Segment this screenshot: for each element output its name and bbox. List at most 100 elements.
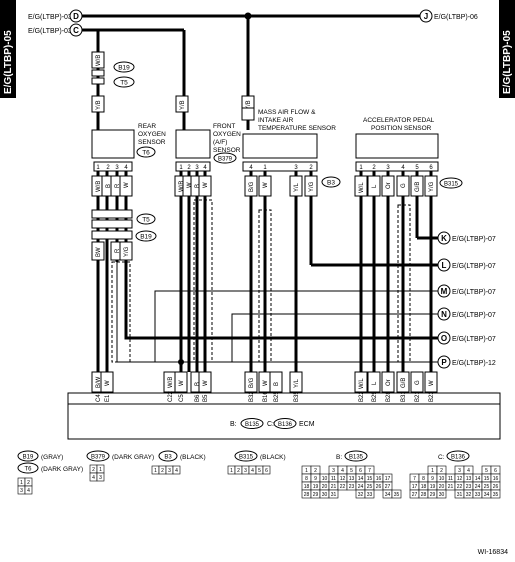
wire-tag-front-2: W [187, 182, 193, 188]
pin-cell-label: 6 [265, 468, 268, 474]
pin-cell-label: 32 [358, 492, 364, 498]
ecm-pin-6: B5 [203, 394, 209, 402]
wire-tag-app-4: G [401, 183, 407, 188]
rear-oxygen-sensor: REAR OXYGEN SENSOR T6 1 2 3 4 [91, 123, 166, 172]
legend-b135-tag: B135 [349, 455, 364, 461]
app-pin-4: 4 [401, 165, 405, 171]
ecm-pin-13: B28 [386, 391, 392, 402]
pin-cell-label: 1 [305, 468, 308, 474]
pin-cell-label: 26 [493, 484, 499, 490]
pin-cell-label: 5 [485, 468, 488, 474]
maf-pin-a: 4 [249, 165, 253, 171]
ref-c-id: C [73, 26, 79, 35]
reference-id: WI-16834 [478, 549, 508, 556]
pin-cell-label: 21 [331, 484, 337, 490]
pin-cell-label: 25 [484, 484, 490, 490]
wire-tag-yb-top: Y/B [96, 100, 102, 110]
pin-cell [436, 489, 447, 499]
side-tag-left-text: E/G(LTBP)-05 [3, 30, 14, 94]
wire-tag-maf-1: B/G [249, 181, 255, 192]
pin-cell-label: 7 [413, 476, 416, 482]
pin-cell-label: 1 [20, 480, 23, 486]
pin-cell-label: 2 [440, 468, 443, 474]
ecm-pin-16: B23 [429, 391, 435, 402]
pin-cell-label: 3 [168, 468, 171, 474]
side-tag-left: E/G(LTBP)-05 [0, 0, 16, 98]
ecm-pin-2: E1 [105, 394, 111, 402]
ecm-pin-5: B6 [195, 394, 201, 402]
pin-cell [490, 489, 501, 499]
ref-l: L E/G(LTBP)-07 [437, 258, 496, 272]
front-o2-label-3: (A/F) [213, 139, 227, 146]
app-label-1: ACCELERATOR PEDAL [363, 117, 435, 124]
pin-cell-label: 32 [466, 492, 472, 498]
app-pins: 1 2 3 4 5 6 [355, 161, 439, 172]
rear-o2-tag: T6 [142, 150, 150, 157]
tag-t5-lower: T5 [142, 217, 150, 224]
legend-b3-desc: (BLACK) [180, 454, 206, 461]
wire-runs [96, 171, 433, 380]
ecm-pin-9: B25 [274, 391, 280, 402]
pin-cell [391, 489, 402, 499]
pin-cell-label: 15 [484, 476, 490, 482]
ecm-label-bconn: B135 [245, 422, 260, 428]
pin-cell-label: 2 [92, 467, 95, 473]
ref-n: N E/G(LTBP)-07 [437, 307, 496, 321]
pin-cell-label: 13 [466, 476, 472, 482]
pin-cell-label: 9 [314, 476, 317, 482]
front-o2-pin-3: 3 [195, 165, 199, 171]
ref-o-id: O [441, 334, 447, 343]
maf-label-1: MASS AIR FLOW & [258, 109, 316, 116]
front-o2-label-1: FRONT [213, 123, 235, 130]
wire-tag-maf-4: Y/G [309, 181, 315, 192]
pin-cell-label: 20 [439, 484, 445, 490]
rear-o2-label-1: REAR [138, 123, 156, 130]
ref-l-id: L [442, 261, 447, 270]
wire-tag-app-3: Or [386, 182, 392, 189]
pin-cell-label: 1 [99, 467, 102, 473]
pin-cell-label: 28 [421, 492, 427, 498]
pin-cell-label: 1 [154, 468, 157, 474]
rear-o2-pin-4: 4 [124, 165, 128, 171]
app-tag: B315 [444, 182, 459, 188]
pin-cell-label: 4 [251, 468, 254, 474]
app-pin-5: 5 [415, 165, 419, 171]
ecm-wire-14: G/B [401, 378, 407, 388]
front-o2-pins: 1 2 3 4 [175, 161, 211, 172]
pin-cell-label: 22 [457, 484, 463, 490]
ref-m: M E/G(LTBP)-07 [437, 284, 496, 298]
pin-cell-label: 10 [439, 476, 445, 482]
ref-d: E/G(LTBP)-03 D [28, 9, 83, 23]
pin-cell-label: 29 [430, 492, 436, 498]
pin-cell-label: 18 [304, 484, 310, 490]
ecm-pin-7: B32 [249, 391, 255, 402]
maf-label-3: TEMPERATURE SENSOR [258, 125, 336, 132]
pin-cell [24, 485, 33, 495]
wire-tag-rear-4: W [124, 182, 130, 188]
pin-cell-label: 31 [457, 492, 463, 498]
ecm-wire-8: W [263, 380, 269, 386]
ref-c-label: E/G(LTBP)-03 [28, 28, 72, 35]
pin-cell-label: 4 [341, 468, 344, 474]
ecm-pin-12: B29 [372, 391, 378, 402]
wire-tag-rear-3: R [115, 183, 121, 188]
front-o2-label-2: OXYGEN [213, 131, 241, 138]
ecm-label: B: B135 C: B136 ECM [230, 418, 315, 429]
wire-tag-front-3: B [195, 184, 201, 188]
legend-b19-tag: B19 [23, 455, 34, 461]
ecm-pin-3: C22 [168, 390, 174, 402]
wire-tag-front-4: W [203, 182, 209, 188]
rear-upper-tags: W/B Y/B Y/B Y/B [91, 51, 255, 113]
ref-k-label: E/G(LTBP)-07 [452, 236, 496, 243]
pin-cell-label: 13 [349, 476, 355, 482]
pin-cell-label: 17 [412, 484, 418, 490]
legend-b19-desc: (GRAY) [41, 454, 63, 461]
ecm-wire-12: L [372, 381, 378, 385]
wire-tag-app-2: L [372, 184, 378, 188]
pin-cell-label: 27 [385, 484, 391, 490]
pin-cell-label: 2 [237, 468, 240, 474]
front-o2-tag: B379 [218, 157, 233, 163]
